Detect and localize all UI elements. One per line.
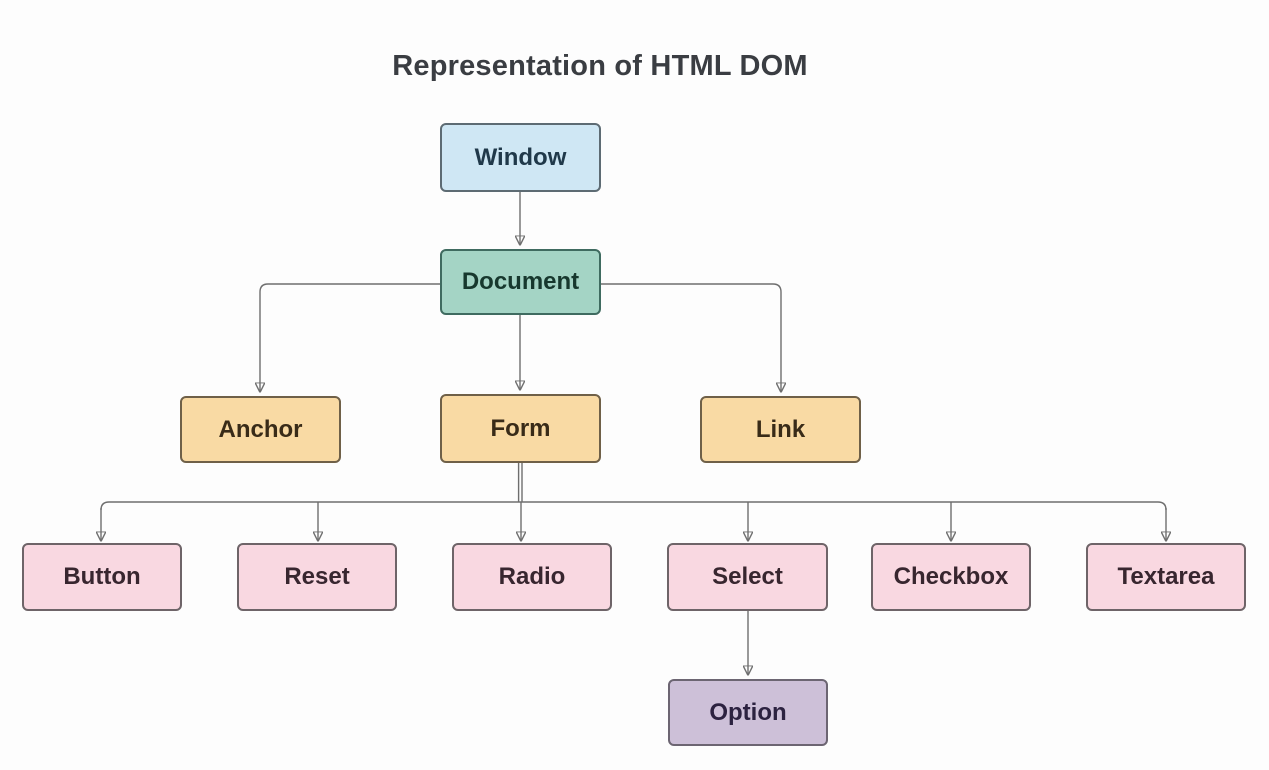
node-checkbox: Checkbox xyxy=(871,543,1031,611)
node-link: Link xyxy=(700,396,861,463)
node-radio: Radio xyxy=(452,543,612,611)
node-textarea: Textarea xyxy=(1086,543,1246,611)
node-option: Option xyxy=(668,679,828,746)
node-select: Select xyxy=(667,543,828,611)
node-button: Button xyxy=(22,543,182,611)
diagram-title: Representation of HTML DOM xyxy=(392,50,808,82)
node-window: Window xyxy=(440,123,601,192)
node-anchor: Anchor xyxy=(180,396,341,463)
edge-document-anchor xyxy=(260,283,440,391)
node-document: Document xyxy=(440,249,601,315)
node-reset: Reset xyxy=(237,543,397,611)
node-form: Form xyxy=(440,394,601,463)
edge-document-link xyxy=(601,283,781,391)
edge-form-bus xyxy=(100,501,1167,511)
